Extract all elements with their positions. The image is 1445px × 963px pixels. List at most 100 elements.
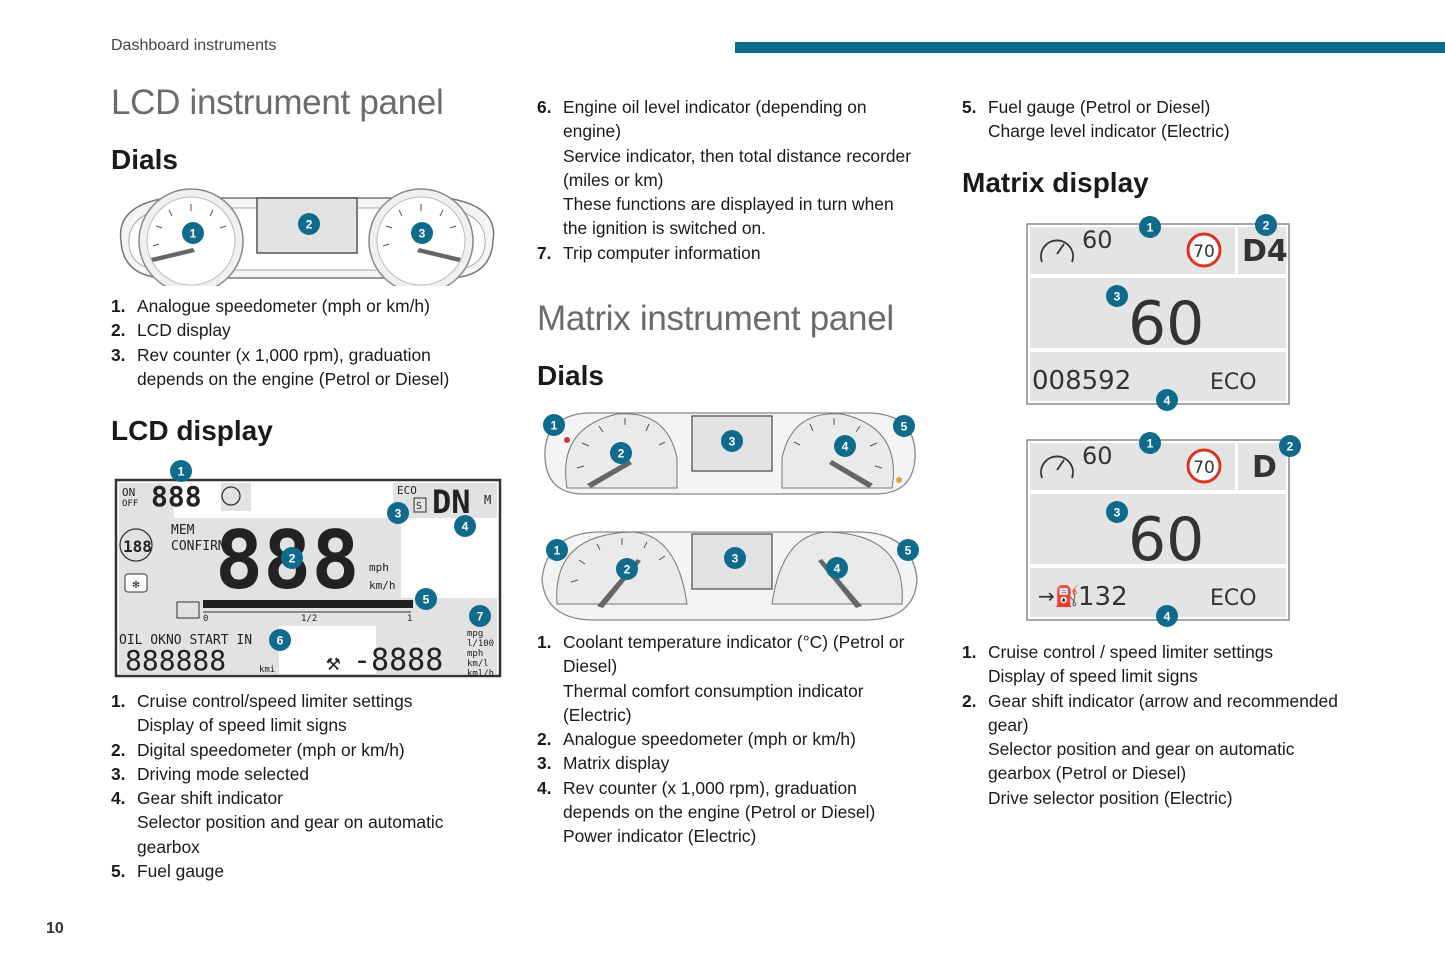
svg-text:7: 7 bbox=[477, 610, 484, 624]
svg-text:M: M bbox=[484, 493, 491, 507]
svg-text:132: 132 bbox=[1078, 582, 1128, 612]
list-item: 7.Trip computer information bbox=[537, 242, 761, 263]
svg-text:1: 1 bbox=[190, 227, 197, 241]
matrix-dials-list-continued: 5.Fuel gauge (Petrol or Diesel)Charge le… bbox=[962, 95, 1382, 144]
matrix-display-1-callout-1: 1 bbox=[1139, 216, 1161, 238]
svg-text:60: 60 bbox=[1128, 505, 1204, 575]
svg-text:3: 3 bbox=[419, 227, 426, 241]
svg-text:OIL OKNO START IN: OIL OKNO START IN bbox=[119, 633, 252, 648]
matrix-display-2-callout-1: 1 bbox=[1139, 432, 1161, 454]
lcd-dials-callout-1: 1 bbox=[182, 222, 204, 244]
svg-text:4: 4 bbox=[1164, 610, 1171, 624]
svg-text:1: 1 bbox=[1147, 437, 1154, 451]
lcd-display-callout-7: 7 bbox=[469, 605, 491, 627]
list-item: 1.Coolant temperature indicator (°C) (Pe… bbox=[537, 632, 905, 725]
svg-text:1: 1 bbox=[178, 465, 185, 479]
list-item: 2.LCD display bbox=[111, 320, 231, 341]
matrix-display-2-callout-4: 4 bbox=[1156, 605, 1178, 627]
svg-text:1: 1 bbox=[554, 544, 561, 558]
matrix-display-figure-1: 60 70 D4 60 008592 ECO 1 2 3 4 bbox=[1026, 214, 1290, 411]
svg-text:6: 6 bbox=[277, 634, 284, 648]
svg-text:1: 1 bbox=[407, 614, 412, 624]
section-header: Dashboard instruments bbox=[111, 37, 277, 54]
matrix-dials-2-callout-5: 5 bbox=[897, 539, 919, 561]
svg-text:DN: DN bbox=[432, 483, 471, 521]
matrix-display-1-callout-2: 2 bbox=[1255, 214, 1277, 236]
matrix-display-heading: Matrix display bbox=[962, 167, 1149, 198]
header-accent-bar bbox=[735, 42, 1445, 53]
matrix-dials-2-callout-3: 3 bbox=[724, 547, 746, 569]
lcd-dials-figure: 1 2 3 bbox=[119, 188, 495, 286]
list-item: 1.Cruise control / speed limiter setting… bbox=[962, 642, 1274, 687]
svg-text:4: 4 bbox=[842, 440, 849, 454]
svg-text:S: S bbox=[416, 501, 422, 512]
svg-text:✻: ✻ bbox=[132, 577, 139, 591]
svg-text:5: 5 bbox=[423, 593, 430, 607]
list-item: 6.Engine oil level indicator (depending … bbox=[537, 97, 911, 239]
list-item: 3.Matrix display bbox=[537, 753, 670, 774]
matrix-dials-1-callout-3: 3 bbox=[721, 430, 743, 452]
matrix-dials-figure-1: 1 2 3 4 5 bbox=[543, 412, 916, 495]
lcd-dials-heading: Dials bbox=[111, 144, 178, 175]
matrix-dials-list: 1.Coolant temperature indicator (°C) (Pe… bbox=[537, 630, 937, 849]
matrix-dials-2-callout-4: 4 bbox=[826, 557, 848, 579]
svg-text:0: 0 bbox=[203, 614, 208, 624]
svg-text:1: 1 bbox=[551, 419, 558, 433]
svg-text:3: 3 bbox=[395, 507, 402, 521]
lcd-display-callout-4: 4 bbox=[454, 515, 476, 537]
svg-text:2: 2 bbox=[618, 447, 625, 461]
svg-text:888888: 888888 bbox=[125, 644, 226, 677]
svg-text:MEM: MEM bbox=[171, 523, 195, 538]
matrix-dials-figure-2: 1 2 3 4 5 bbox=[541, 531, 919, 621]
list-item: 1.Analogue speedometer (mph or km/h) bbox=[111, 296, 430, 316]
svg-text:60: 60 bbox=[1128, 289, 1204, 359]
svg-text:2: 2 bbox=[624, 563, 631, 577]
svg-text:km/h: km/h bbox=[369, 579, 396, 592]
svg-text:888: 888 bbox=[151, 480, 202, 513]
svg-text:2: 2 bbox=[289, 552, 296, 566]
svg-text:70: 70 bbox=[1193, 242, 1215, 262]
svg-text:→⛽: →⛽ bbox=[1038, 584, 1080, 608]
lcd-display-callout-2: 2 bbox=[281, 547, 303, 569]
matrix-dials-1-callout-2: 2 bbox=[610, 442, 632, 464]
svg-text:3: 3 bbox=[729, 435, 736, 449]
list-item: 2.Analogue speedometer (mph or km/h) bbox=[537, 729, 856, 750]
list-item: 2.Gear shift indicator (arrow and recomm… bbox=[962, 690, 1338, 808]
svg-text:188: 188 bbox=[123, 537, 152, 556]
svg-text:70: 70 bbox=[1193, 458, 1215, 478]
list-item: 3.Driving mode selected bbox=[111, 763, 310, 784]
svg-text:1/2: 1/2 bbox=[301, 614, 317, 624]
svg-text:2: 2 bbox=[1263, 219, 1270, 233]
svg-text:D: D bbox=[1252, 450, 1277, 485]
svg-text:5: 5 bbox=[905, 544, 912, 558]
svg-text:l/100: l/100 bbox=[467, 639, 494, 649]
matrix-dials-1-callout-4: 4 bbox=[834, 435, 856, 457]
svg-text:mph: mph bbox=[467, 649, 483, 659]
svg-text:OFF: OFF bbox=[122, 499, 138, 509]
svg-text:ON: ON bbox=[122, 486, 135, 499]
svg-text:D4: D4 bbox=[1242, 234, 1288, 269]
svg-text:2: 2 bbox=[1287, 440, 1294, 454]
svg-text:4: 4 bbox=[834, 562, 841, 576]
matrix-dials-1-callout-1: 1 bbox=[543, 414, 565, 436]
matrix-dials-2-callout-1: 1 bbox=[546, 539, 568, 561]
svg-text:4: 4 bbox=[1164, 394, 1171, 408]
svg-text:60: 60 bbox=[1082, 226, 1113, 254]
matrix-display-2-callout-2: 2 bbox=[1279, 435, 1301, 457]
svg-text:ECO: ECO bbox=[397, 484, 417, 497]
matrix-display-list: 1.Cruise control / speed limiter setting… bbox=[962, 640, 1392, 810]
svg-text:4: 4 bbox=[462, 520, 469, 534]
matrix-dials-heading: Dials bbox=[537, 360, 604, 391]
svg-text:mph: mph bbox=[369, 561, 389, 574]
svg-text:ECO: ECO bbox=[1210, 370, 1257, 395]
lcd-display-heading: LCD display bbox=[111, 415, 273, 446]
list-item: 5.Fuel gauge (Petrol or Diesel)Charge le… bbox=[962, 97, 1230, 142]
svg-text:mpg: mpg bbox=[467, 629, 483, 639]
lcd-display-figure: ON OFF 888 188 MEM CONFIRM ✻ 888 mph km/… bbox=[114, 460, 502, 679]
svg-text:008592: 008592 bbox=[1032, 366, 1131, 396]
svg-text:km/l: km/l bbox=[467, 659, 489, 669]
